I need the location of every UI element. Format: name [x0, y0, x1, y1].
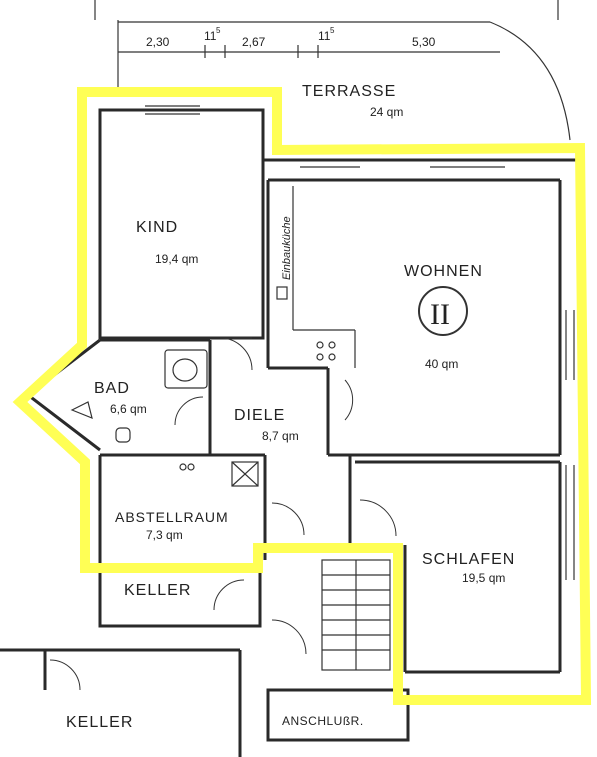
- room-label-kind: KIND: [136, 219, 178, 236]
- room-area-wohnen: 40 qm: [425, 357, 458, 371]
- wohnen-floor-circle: [418, 286, 468, 336]
- highlight-boundary: [12, 87, 592, 705]
- room-label-diele: DIELE: [234, 407, 285, 424]
- dimension-label: 11: [204, 29, 217, 43]
- kitchen-fixtures: [70, 286, 336, 471]
- room-label-schlafen: SCHLAFEN: [422, 551, 515, 568]
- dimension-label: 11: [318, 29, 331, 43]
- room-label-bad: BAD: [94, 380, 130, 397]
- dimension-superscript: 5: [330, 26, 335, 35]
- room-label-einbaukueche: Einbauküche: [281, 216, 293, 280]
- dimension-label: 5,30: [412, 35, 436, 49]
- dimension-superscript: 5: [216, 26, 221, 35]
- dimension-label: 2,67: [242, 35, 266, 49]
- room-area-bad: 6,6 qm: [110, 402, 147, 416]
- dimension-label: 2,30: [146, 35, 170, 49]
- doors: [49, 337, 397, 691]
- room-label-terrasse: TERRASSE: [302, 83, 396, 100]
- room-area-diele: 8,7 qm: [262, 429, 299, 443]
- room-area-abstellraum: 7,3 qm: [146, 528, 183, 542]
- room-label-keller-small: KELLER: [124, 582, 191, 599]
- room-numeral-wohnen: II: [430, 298, 450, 331]
- room-area-schlafen: 19,5 qm: [462, 571, 505, 585]
- top-boundary: [94, 0, 571, 141]
- room-label-wohnen: WOHNEN: [404, 263, 483, 280]
- room-area-kind: 19,4 qm: [155, 252, 198, 266]
- room-label-abstellraum: ABSTELLRAUM: [115, 509, 229, 525]
- room-label-anschluss: ANSCHLUßR.: [282, 714, 364, 728]
- room-area-terrasse: 24 qm: [370, 105, 403, 119]
- room-label-keller-large: KELLER: [66, 714, 133, 731]
